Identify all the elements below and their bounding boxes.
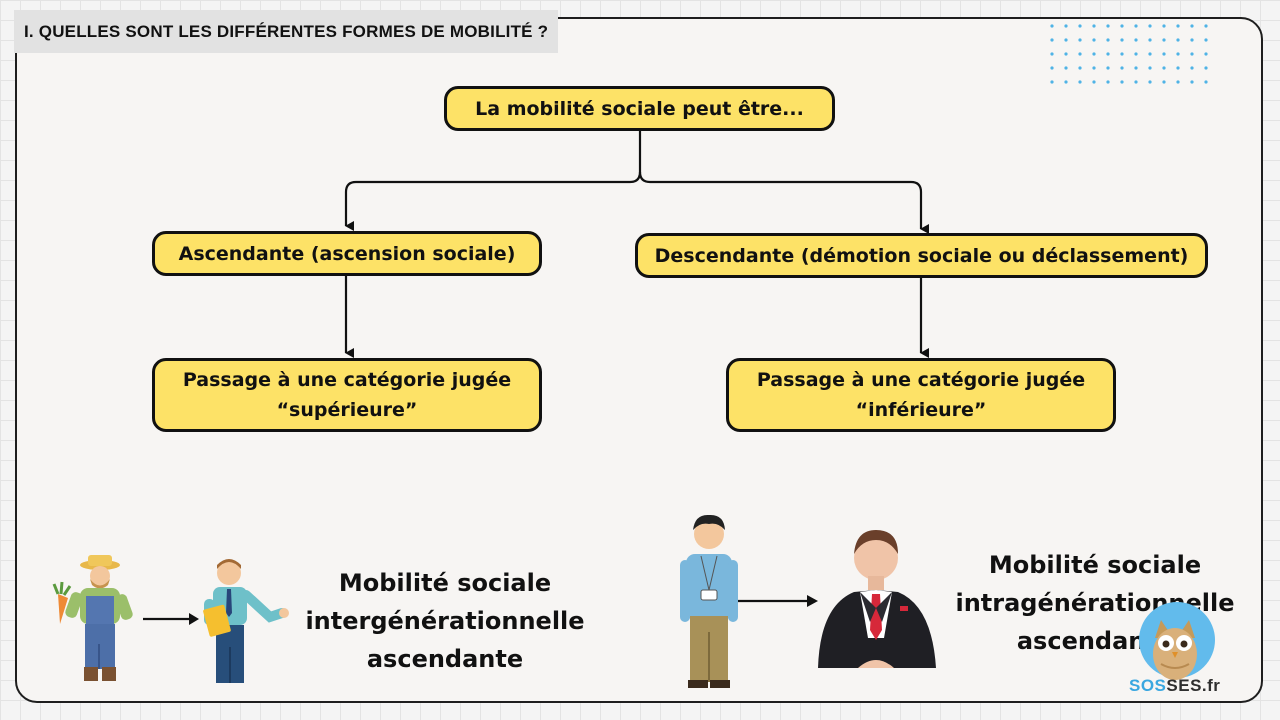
- node-descendante: Descendante (démotion sociale ou déclass…: [635, 233, 1208, 278]
- caption-inter-line1: Mobilité sociale: [338, 569, 552, 597]
- caption-intergenerational: Mobilité sociale intergénérationnelle as…: [290, 564, 600, 678]
- caption-intra-line1: Mobilité sociale: [988, 551, 1202, 579]
- node-ascendante-label: Ascendante (ascension sociale): [178, 242, 516, 265]
- young-employee-illustration: [680, 514, 738, 688]
- section-title: I. QUELLES SONT LES DIFFÉRENTES FORMES D…: [14, 10, 558, 53]
- node-descendante-label: Descendante (démotion sociale ou déclass…: [654, 244, 1189, 267]
- connector-root-to-left: [344, 131, 642, 231]
- node-inferieure-line2: “inférieure”: [855, 399, 987, 421]
- node-superieure: Passage à une catégorie jugée “supérieur…: [152, 358, 542, 432]
- logo-text-part1: SOS: [1129, 676, 1167, 695]
- caption-inter-line3: ascendante: [366, 645, 524, 673]
- logo-text-part2: SES.fr: [1166, 676, 1221, 695]
- caption-inter-line2: intergénérationnelle: [305, 607, 585, 635]
- executive-illustration: [818, 530, 936, 668]
- node-superieure-line1: Passage à une catégorie jugée: [182, 369, 512, 391]
- office-worker-illustration: [203, 559, 289, 683]
- logo-text: SOSSES.fr: [1129, 676, 1220, 696]
- owl-logo-icon: [1139, 602, 1215, 680]
- node-root: La mobilité sociale peut être...: [444, 86, 835, 131]
- dot-pattern-decoration: [1050, 24, 1208, 84]
- node-root-label: La mobilité sociale peut être...: [475, 97, 804, 120]
- connector-root-to-right: [638, 171, 929, 234]
- node-inferieure: Passage à une catégorie jugée “inférieur…: [726, 358, 1116, 432]
- node-ascendante: Ascendante (ascension sociale): [152, 231, 542, 276]
- farmer-illustration: [52, 555, 133, 681]
- node-superieure-line2: “supérieure”: [276, 399, 418, 421]
- node-inferieure-line1: Passage à une catégorie jugée: [756, 369, 1086, 391]
